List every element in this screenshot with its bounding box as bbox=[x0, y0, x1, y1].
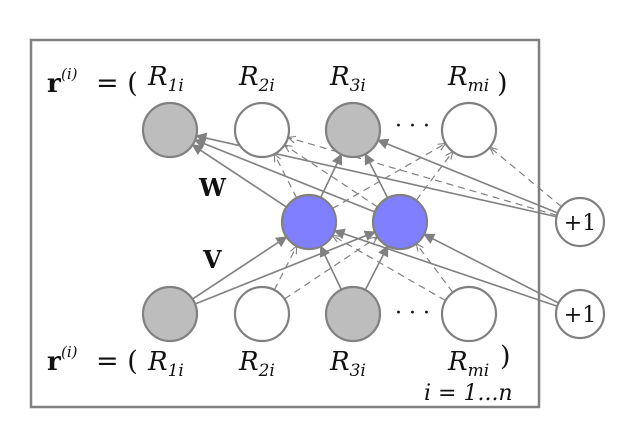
output-node-4 bbox=[440, 101, 498, 159]
weight-label-w: W bbox=[198, 173, 227, 202]
top-item-label-1: R1i bbox=[147, 62, 184, 96]
output-node-2 bbox=[233, 101, 291, 159]
output-node-1 bbox=[141, 101, 199, 159]
bias-node-bottom bbox=[554, 288, 606, 340]
edge-input-3-hidden-2 bbox=[364, 245, 389, 291]
edge-hidden-1-output-4 bbox=[332, 143, 445, 210]
top-vector-symbol: r bbox=[47, 69, 61, 99]
network-nodes: +1 +1 bbox=[141, 101, 606, 343]
edge-input-1-hidden-1 bbox=[192, 236, 288, 300]
input-node-4 bbox=[440, 285, 498, 343]
edge-input-4-hidden-2 bbox=[416, 244, 454, 293]
top-item-labels: R1i R2i R3i Rmi bbox=[147, 62, 489, 96]
edge-bias-hidden-1 bbox=[333, 228, 558, 308]
bottom-vector-symbol: r bbox=[47, 347, 61, 377]
input-node-2 bbox=[233, 285, 291, 343]
edge-bias-hidden-2 bbox=[423, 233, 559, 304]
input-node-1 bbox=[141, 285, 199, 343]
edge-hidden-1-output-1 bbox=[191, 144, 287, 208]
edge-hidden-2-output-2 bbox=[284, 145, 378, 208]
top-ellipsis: · · · bbox=[395, 114, 430, 139]
top-item-label-4: Rmi bbox=[447, 62, 489, 96]
bottom-item-label-1: R1i bbox=[147, 347, 184, 381]
hidden-node-2 bbox=[371, 193, 429, 251]
bottom-item-labels: R1i R2i R3i Rmi bbox=[147, 347, 489, 381]
hidden-node-1 bbox=[280, 193, 338, 251]
edge-bias-output-2 bbox=[288, 138, 558, 216]
plate bbox=[29, 38, 541, 409]
top-vector-label: r (i) = ( ) bbox=[47, 65, 508, 99]
top-item-label-2: R2i bbox=[238, 62, 275, 96]
bottom-item-label-4: Rmi bbox=[447, 347, 489, 381]
edge-hidden-2-output-4 bbox=[415, 152, 453, 201]
edge-input-4-hidden-1 bbox=[332, 235, 446, 302]
edge-hidden-1-output-3 bbox=[319, 153, 343, 198]
top-equals-paren: = ( bbox=[96, 68, 138, 99]
edge-input-3-hidden-1 bbox=[319, 245, 343, 290]
top-vector-superscript: (i) bbox=[61, 65, 78, 83]
bias-node-top bbox=[554, 196, 606, 248]
input-node-3 bbox=[324, 285, 382, 343]
bottom-close-paren: ) bbox=[500, 341, 511, 372]
bottom-ellipsis: · · · bbox=[395, 301, 430, 326]
plate-index-label: i = 1...n bbox=[424, 381, 513, 406]
bottom-equals-paren: = ( bbox=[96, 346, 138, 377]
network-edges bbox=[191, 132, 562, 308]
edge-input-2-hidden-2 bbox=[284, 237, 377, 300]
bottom-vector-superscript: (i) bbox=[61, 343, 78, 361]
bottom-item-label-3: R3i bbox=[329, 347, 366, 381]
edge-input-2-hidden-1 bbox=[273, 246, 296, 291]
bottom-vector-label: r (i) = ( ) bbox=[47, 341, 511, 377]
weight-label-v: V bbox=[202, 245, 222, 274]
output-node-3 bbox=[324, 101, 382, 159]
bias-label-top: +1 bbox=[564, 211, 596, 236]
edge-bias-output-4 bbox=[490, 147, 562, 208]
bias-label-bottom: +1 bbox=[564, 303, 596, 328]
edge-bias-output-3 bbox=[376, 138, 559, 214]
edge-hidden-1-output-2 bbox=[274, 154, 298, 199]
bottom-item-label-2: R2i bbox=[238, 347, 275, 381]
top-close-paren: ) bbox=[497, 68, 508, 99]
top-item-label-3: R3i bbox=[329, 62, 366, 96]
